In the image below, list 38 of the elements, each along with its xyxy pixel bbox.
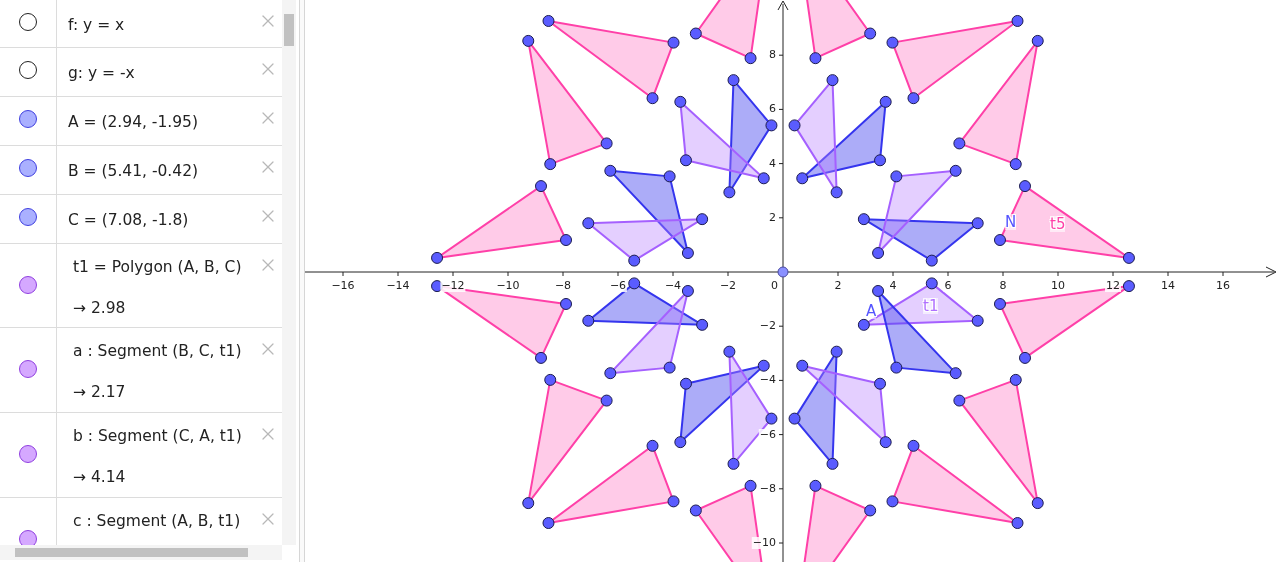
tick-label: −14 <box>385 280 411 292</box>
algebra-value: → 2.17 <box>73 382 126 402</box>
algebra-entry: a : Segment (B, C, t1) <box>73 341 242 361</box>
algebra-entry: c : Segment (A, B, t1) <box>73 511 241 531</box>
tick-label: −8 <box>758 482 777 495</box>
tick-label: −16 <box>330 280 356 292</box>
tick-label: −6 <box>758 428 777 441</box>
tick-label: 16 <box>1215 280 1231 292</box>
tick-label: −2 <box>718 280 738 292</box>
tick-label: 4 <box>768 157 777 170</box>
tick-label: 8 <box>998 280 1008 292</box>
tick-label: −10 <box>495 280 521 292</box>
tick-label: 6 <box>943 280 953 292</box>
algebra-entry: b : Segment (C, A, t1) <box>73 426 242 446</box>
point-label: N <box>1005 214 1017 230</box>
tick-label: 4 <box>888 280 898 292</box>
algebra-value: → 4.14 <box>73 467 126 487</box>
algebra-entry: A = (2.94, -1.95) <box>68 112 198 132</box>
algebra-entry: f: y = x <box>68 15 125 35</box>
tick-label: 10 <box>1050 280 1066 292</box>
tick-label: −6 <box>608 280 628 292</box>
tick-label: 2 <box>768 211 777 224</box>
point-label: t1 <box>923 298 939 314</box>
algebra-entry: g: y = -x <box>68 63 135 83</box>
algebra-entry: C = (7.08, -1.8) <box>68 210 189 230</box>
algebra-value: → 2.98 <box>73 298 126 318</box>
tick-label: 0 <box>770 280 779 292</box>
point-label: t5 <box>1050 216 1066 232</box>
tick-label: 14 <box>1160 280 1176 292</box>
tick-label: −8 <box>553 280 573 292</box>
tick-label: −12 <box>440 280 466 292</box>
tick-label: −4 <box>663 280 683 292</box>
tick-label: −10 <box>751 537 777 549</box>
tick-label: 12 <box>1105 280 1121 292</box>
tick-label: 2 <box>833 280 843 292</box>
algebra-entry: B = (5.41, -0.42) <box>68 161 199 181</box>
point-label: A <box>866 303 877 319</box>
algebra-entry: t1 = Polygon (A, B, C) <box>73 257 242 277</box>
